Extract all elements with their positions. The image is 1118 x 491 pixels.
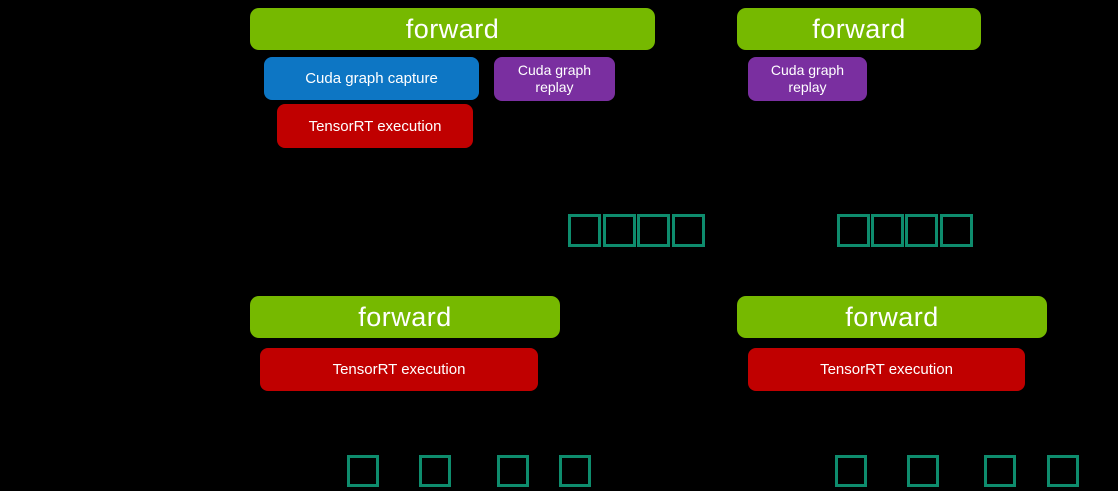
tensorrt-execution-label: TensorRT execution (820, 361, 953, 378)
tensorrt-execution-label: TensorRT execution (308, 117, 442, 135)
cuda-graph-capture-box: Cuda graph capture (264, 57, 479, 100)
kernel-square (907, 455, 939, 487)
kernel-square (835, 455, 867, 487)
kernel-square (905, 214, 938, 247)
kernel-square (497, 455, 529, 487)
kernel-square (568, 214, 601, 247)
forward-label: forward (405, 13, 500, 44)
kernel-square (347, 455, 379, 487)
kernel-square (559, 455, 591, 487)
forward-label: forward (358, 301, 452, 332)
cuda-graph-replay-box-top-right: Cuda graph replay (748, 57, 867, 101)
forward-bar-top-left: forward (250, 8, 655, 50)
forward-bar-bottom-right: forward (737, 296, 1047, 338)
kernel-square (837, 214, 870, 247)
cuda-graph-replay-label: Cuda graph replay (517, 61, 592, 96)
kernel-square (637, 214, 670, 247)
tensorrt-execution-label: TensorRT execution (332, 361, 466, 378)
cuda-graph-capture-label: Cuda graph capture (305, 70, 438, 87)
kernel-square (419, 455, 451, 487)
forward-bar-top-right: forward (737, 8, 981, 50)
forward-bar-bottom-left: forward (250, 296, 560, 338)
cuda-graph-replay-box-top-left: Cuda graph replay (494, 57, 615, 101)
kernel-square (672, 214, 705, 247)
forward-label: forward (812, 13, 906, 44)
kernel-square (1047, 455, 1079, 487)
tensorrt-execution-box-bottom-left: TensorRT execution (260, 348, 538, 391)
kernel-square (940, 214, 973, 247)
kernel-square (984, 455, 1016, 487)
tensorrt-execution-box-top-left: TensorRT execution (277, 104, 473, 148)
tensorrt-execution-box-bottom-right: TensorRT execution (748, 348, 1025, 391)
forward-label: forward (845, 301, 939, 332)
kernel-square (603, 214, 636, 247)
kernel-square (871, 214, 904, 247)
cuda-graph-replay-label: Cuda graph replay (770, 61, 845, 96)
